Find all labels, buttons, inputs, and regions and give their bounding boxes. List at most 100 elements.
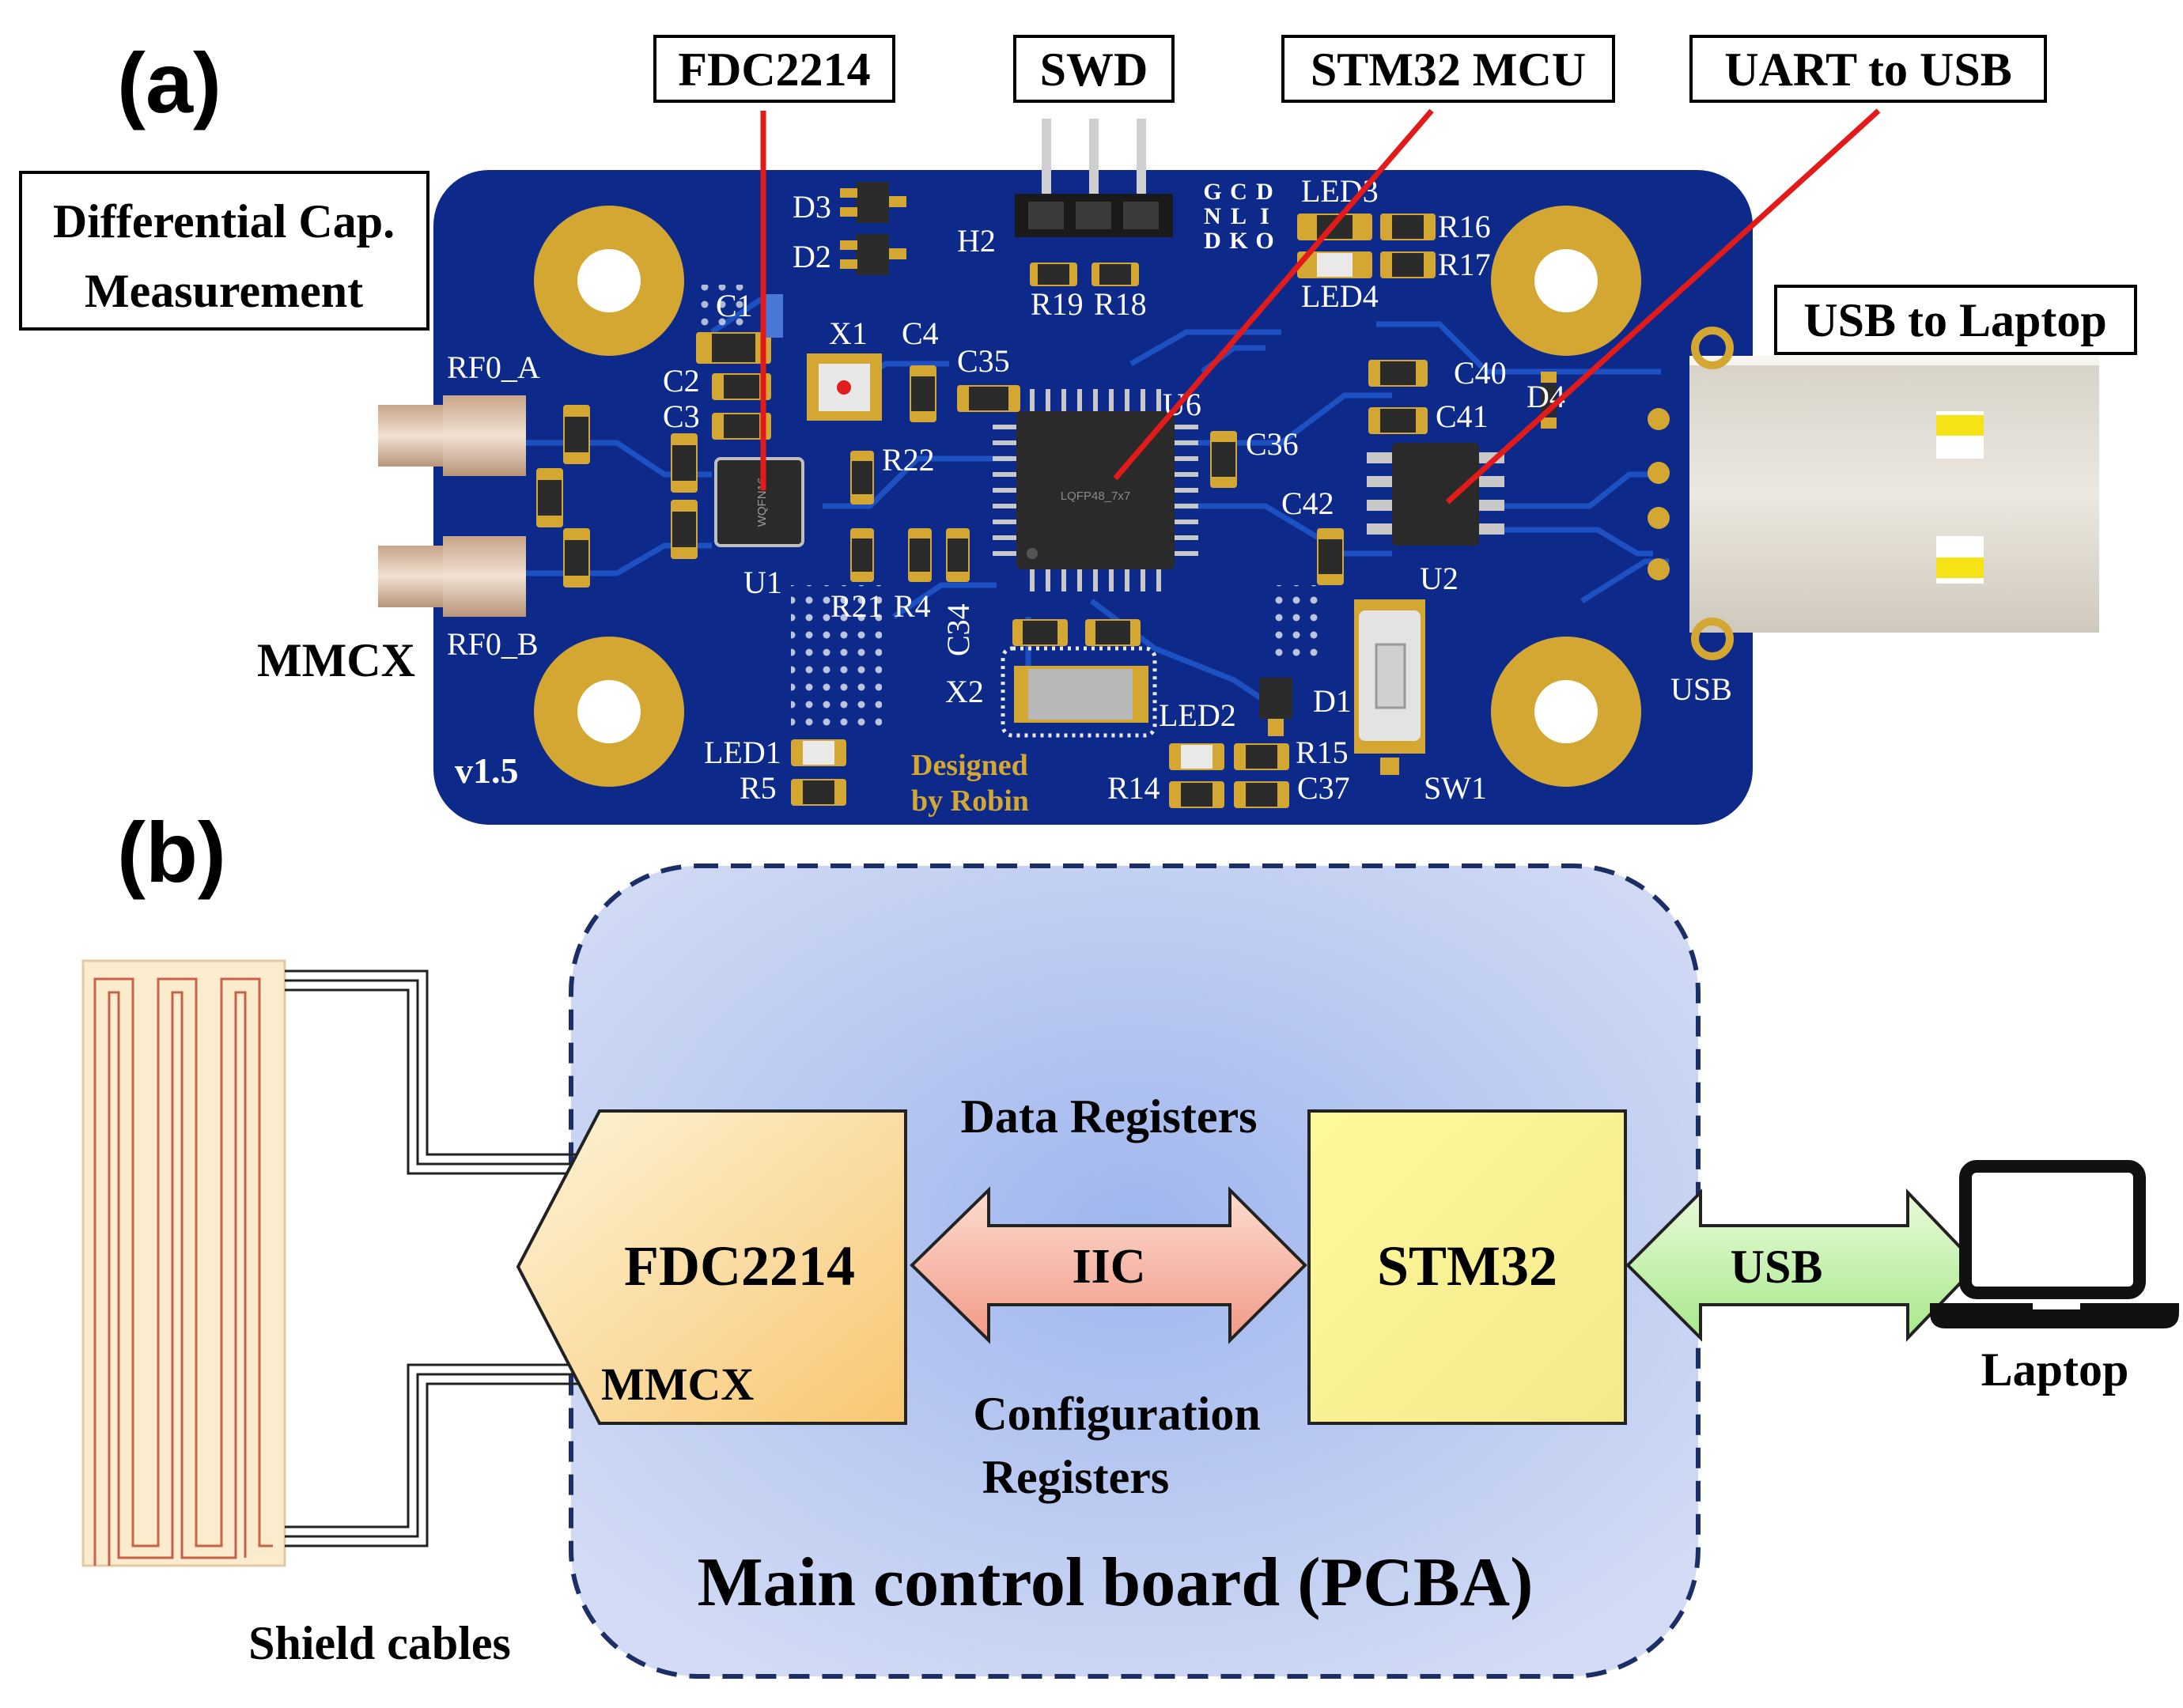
silk-led2: LED2 bbox=[1159, 697, 1236, 733]
dio-o: O bbox=[1255, 228, 1273, 254]
designed-by: Designed by Robin bbox=[911, 749, 1029, 818]
iic-text: IIC bbox=[1072, 1240, 1145, 1294]
passives bbox=[536, 182, 1557, 808]
callout-uart-text: UART to USB bbox=[1724, 43, 2012, 96]
callout-diff-line2: Measurement bbox=[85, 265, 363, 317]
silk-x1: X1 bbox=[829, 316, 868, 351]
silk-d1: D1 bbox=[1313, 683, 1352, 719]
silk-led4: LED4 bbox=[1301, 278, 1379, 314]
silk-c36: C36 bbox=[1246, 426, 1299, 462]
silk-c3: C3 bbox=[663, 399, 700, 434]
panel-a-label: (a) bbox=[117, 35, 221, 130]
silk-r17: R17 bbox=[1438, 247, 1491, 282]
gnd-n: N bbox=[1204, 203, 1221, 229]
silk-c35: C35 bbox=[957, 343, 1010, 379]
callout-diff-line1: Differential Cap. bbox=[53, 195, 395, 248]
silk-r4: R4 bbox=[894, 588, 931, 624]
data-registers-label: Data Registers bbox=[961, 1090, 1258, 1143]
silk-d4: D4 bbox=[1527, 379, 1565, 414]
gnd-g: G bbox=[1203, 179, 1221, 205]
silk-usb: USB bbox=[1670, 671, 1732, 707]
silk-u2: U2 bbox=[1420, 561, 1458, 596]
callout-differential: Differential Cap. Measurement bbox=[19, 171, 429, 331]
callout-usb-laptop: USB to Laptop bbox=[1774, 285, 2137, 355]
silk-r15: R15 bbox=[1296, 735, 1349, 770]
silk-c41: C41 bbox=[1436, 399, 1489, 434]
silk-rf0b: RF0_B bbox=[447, 626, 539, 662]
callout-uart: UART to USB bbox=[1689, 35, 2047, 103]
silk-led3: LED3 bbox=[1301, 173, 1379, 209]
stm32-block: STM32 bbox=[1307, 1109, 1627, 1425]
silk-r22: R22 bbox=[882, 442, 935, 478]
silk-c37: C37 bbox=[1297, 770, 1350, 806]
silk-r18: R18 bbox=[1094, 286, 1147, 322]
silk-sw1: SW1 bbox=[1424, 770, 1487, 806]
clk-c: C bbox=[1230, 179, 1247, 205]
interdigitated-sensor bbox=[81, 959, 286, 1567]
silk-c40: C40 bbox=[1454, 355, 1507, 391]
silk-rf0a: RF0_A bbox=[447, 350, 540, 385]
board-title: Main control board (PCBA) bbox=[698, 1544, 1534, 1621]
silk-c34: C34 bbox=[940, 603, 976, 656]
fdc-chip: WQFN16 bbox=[714, 457, 804, 547]
silk-r16: R16 bbox=[1438, 209, 1491, 244]
mounting-holes bbox=[534, 206, 1641, 787]
silk-d2: D2 bbox=[793, 239, 831, 274]
usb-arrow: USB bbox=[1625, 1188, 1980, 1342]
designed-line2: by Robin bbox=[911, 784, 1029, 818]
silk-led1: LED1 bbox=[704, 735, 781, 770]
callout-mcu-text: STM32 MCU bbox=[1311, 43, 1586, 96]
callout-usb-laptop-text: USB to Laptop bbox=[1803, 294, 2106, 346]
silk-c4: C4 bbox=[902, 316, 939, 351]
clk-l: L bbox=[1231, 203, 1247, 229]
fdc2214-mmcx-text: MMCX bbox=[601, 1358, 754, 1410]
silk-d3: D3 bbox=[793, 189, 831, 225]
crystal-x2 bbox=[1001, 646, 1157, 738]
swd-pin-labels: G N D C L K D I O bbox=[1203, 179, 1273, 254]
pcb-board: LQFP48_7x7 WQFN16 bbox=[378, 119, 2099, 825]
stm32-block-text: STM32 bbox=[1377, 1234, 1557, 1298]
silk-r5: R5 bbox=[740, 770, 777, 806]
clk-k: K bbox=[1229, 228, 1248, 254]
config-registers-line2: Registers bbox=[982, 1451, 1170, 1503]
callout-mcu: STM32 MCU bbox=[1281, 35, 1615, 103]
gnd-d: D bbox=[1204, 228, 1221, 254]
silk-c42: C42 bbox=[1281, 486, 1334, 521]
panel-b-label: (b) bbox=[117, 804, 226, 900]
uart-chip bbox=[1367, 443, 1504, 546]
designed-line1: Designed bbox=[911, 749, 1028, 782]
callout-fdc: FDC2214 bbox=[653, 35, 895, 103]
callout-lines bbox=[760, 108, 1881, 504]
usb-plug bbox=[1648, 327, 2099, 660]
crystal-x1 bbox=[807, 353, 882, 421]
silk-r19: R19 bbox=[1031, 286, 1084, 322]
shield-cables-label: Shield cables bbox=[248, 1617, 511, 1669]
silk-r21: R21 bbox=[830, 588, 883, 624]
dio-i: I bbox=[1260, 203, 1269, 229]
silk-x2: X2 bbox=[945, 674, 984, 709]
fdc2214-block-text: FDC2214 bbox=[624, 1234, 855, 1298]
switch-sw1 bbox=[1354, 599, 1425, 775]
callout-fdc-text: FDC2214 bbox=[678, 43, 870, 96]
callout-swd: SWD bbox=[1013, 35, 1175, 103]
config-registers-line1: Configuration bbox=[973, 1388, 1260, 1440]
silk-version: v1.5 bbox=[455, 750, 519, 791]
iic-arrow: IIC bbox=[910, 1186, 1307, 1344]
silk-r14: R14 bbox=[1107, 770, 1160, 806]
dio-d: D bbox=[1256, 179, 1273, 205]
callout-line-mcu bbox=[1113, 108, 1434, 481]
callout-swd-text: SWD bbox=[1040, 43, 1148, 96]
mmcx-connectors bbox=[378, 395, 526, 617]
callout-line-uart bbox=[1445, 108, 1881, 504]
laptop-label: Laptop bbox=[1981, 1343, 2129, 1396]
callout-mmcx-text: MMCX bbox=[257, 634, 415, 686]
silk-c2: C2 bbox=[663, 363, 700, 399]
silk-u1: U1 bbox=[743, 565, 782, 600]
silk-c1: C1 bbox=[716, 288, 753, 323]
mcu-chip: LQFP48_7x7 bbox=[993, 389, 1198, 591]
silk-h2: H2 bbox=[957, 223, 996, 259]
lqfp-marking: LQFP48_7x7 bbox=[1061, 489, 1130, 503]
laptop-icon bbox=[1930, 1160, 2179, 1328]
